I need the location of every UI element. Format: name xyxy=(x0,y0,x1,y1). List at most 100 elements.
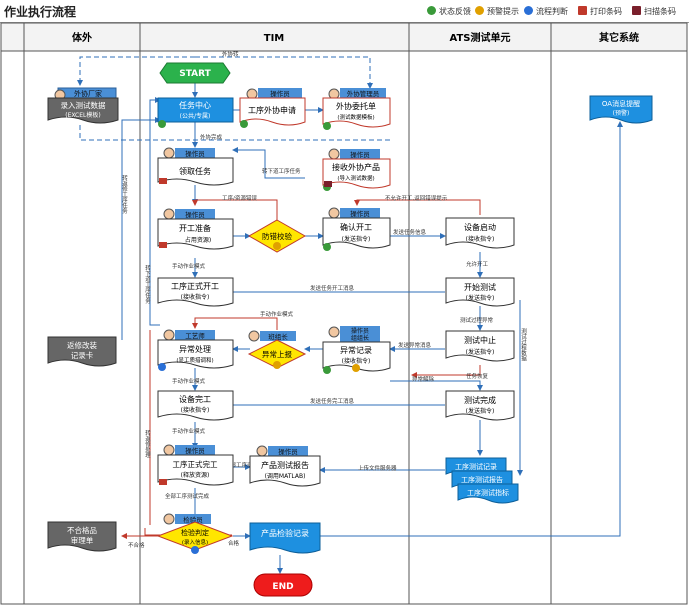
svg-text:(释放资源): (释放资源) xyxy=(181,471,210,479)
outsource-apply-box: 操作员 工序外协申请 xyxy=(239,88,306,126)
product-test-report-box: 操作员 产品测试报告 (调用MATLAB) xyxy=(249,445,321,487)
svg-text:(接收指令): (接收指令) xyxy=(342,357,371,365)
svg-text:工序测试指标: 工序测试指标 xyxy=(467,488,509,497)
edge-label-vertical-mid: 转下道工序任务 xyxy=(144,264,151,305)
svg-text:工序正式开工: 工序正式开工 xyxy=(171,281,219,291)
receive-product-box: 操作员 接收外协产品 (导入测试数据) xyxy=(322,148,391,189)
status-feedback-icon xyxy=(427,6,436,15)
svg-text:(发送指令): (发送指令) xyxy=(342,235,371,243)
svg-text:(导入测试数据): (导入测试数据) xyxy=(337,174,374,182)
svg-text:操作员: 操作员 xyxy=(185,446,205,455)
edge-label-vertical-low: 转返修处理 xyxy=(144,429,151,458)
edge-label-outsource-complete: 外协完成 xyxy=(200,133,223,141)
nonconforming-form-box: 不合格品 审理单 xyxy=(47,521,117,552)
header-bar: 作业执行流程 状态反馈 预警提示 流程判断 打印条码 扫描条码 xyxy=(0,0,689,23)
svg-text:(发送指令): (发送指令) xyxy=(466,407,495,415)
scan-barcode-icon xyxy=(324,181,332,187)
device-complete-box: 设备完工 (接收指令) xyxy=(157,390,234,421)
edge-label-upload: 上传文件服务器 xyxy=(358,464,397,472)
svg-text:占用资源): 占用资源) xyxy=(185,236,211,244)
svg-text:(预警): (预警) xyxy=(613,109,630,117)
edge-label-qualified: 合格 xyxy=(228,539,240,547)
decision-icon xyxy=(524,6,533,15)
confirm-start-box: 操作员 确认开工 (发送指令) xyxy=(322,207,391,249)
work-prepare-box: 操作员 开工准备 占用资源) xyxy=(157,208,234,250)
edge-label-all-complete-a: 全部工序测试完成 xyxy=(225,461,270,469)
svg-text:外协管理员: 外协管理员 xyxy=(347,89,380,98)
svg-text:任务中心: 任务中心 xyxy=(179,100,211,110)
edge-label-manual-3: 手动作业模式 xyxy=(172,377,206,385)
warning-icon xyxy=(273,242,360,372)
foolproof-check-diamond: 防错校验 xyxy=(247,219,307,253)
start-node: START xyxy=(159,62,231,84)
svg-text:(发送指令): (发送指令) xyxy=(466,294,495,302)
svg-text:(调用MATLAB): (调用MATLAB) xyxy=(265,472,306,480)
svg-text:操作员: 操作员 xyxy=(350,150,370,159)
svg-text:返修改装: 返修改装 xyxy=(67,340,97,350)
oa-reminder-box: OA消息提醒 (预警) xyxy=(589,95,653,124)
svg-text:组组长: 组组长 xyxy=(351,334,369,342)
svg-text:记录卡: 记录卡 xyxy=(71,350,94,360)
svg-text:录入测试数据: 录入测试数据 xyxy=(61,100,106,110)
svg-text:操作员: 操作员 xyxy=(278,447,298,456)
svg-text:START: START xyxy=(179,69,211,79)
svg-text:外协厂家: 外协厂家 xyxy=(74,89,102,98)
input-test-data-box: 外协厂家 录入测试数据 (EXCEL模板) xyxy=(47,87,119,124)
svg-text:领取任务: 领取任务 xyxy=(179,166,211,176)
edge-label-manual-2: 手动作业模式 xyxy=(260,310,294,318)
svg-text:OA消息提醒: OA消息提醒 xyxy=(602,99,640,108)
svg-text:异常记录: 异常记录 xyxy=(340,346,372,355)
svg-text:设备启动: 设备启动 xyxy=(464,222,496,232)
edge-label-send-task-info: 发送任务信息 xyxy=(393,228,427,236)
svg-text:设备完工: 设备完工 xyxy=(179,394,211,404)
begin-test-box: 开始测试 (发送指令) xyxy=(445,277,515,307)
legend-decision: 流程判断 xyxy=(524,6,568,17)
svg-text:(录入信息): (录入信息) xyxy=(182,538,208,546)
task-center-box: 任务中心 (公共/专属) xyxy=(157,97,234,123)
svg-text:(公共/专属): (公共/专属) xyxy=(180,112,211,120)
legend-warning: 预警提示 xyxy=(475,6,519,17)
svg-text:操作员: 操作员 xyxy=(351,327,369,335)
edge-label-vertical-left: 转返修工序任务 xyxy=(121,174,128,215)
svg-text:防错校验: 防错校验 xyxy=(262,231,292,241)
lane-header-external: 体外 xyxy=(72,31,92,44)
svg-text:测试中止: 测试中止 xyxy=(464,335,496,345)
decision-icon xyxy=(158,363,199,554)
page-title: 作业执行流程 xyxy=(4,5,77,19)
svg-text:操作员: 操作员 xyxy=(270,89,290,98)
edge-label-anomaly-cleared: 异常解除 xyxy=(412,375,435,383)
svg-text:审理单: 审理单 xyxy=(71,535,94,545)
lane-header-other: 其它系统 xyxy=(599,31,639,44)
svg-text:工序外协申请: 工序外协申请 xyxy=(248,105,296,115)
edge-label-allow-start: 允许开工 xyxy=(466,260,489,268)
svg-text:外协委托单: 外协委托单 xyxy=(336,101,376,111)
svg-text:开工准备: 开工准备 xyxy=(179,223,211,233)
end-node: END xyxy=(253,573,313,597)
svg-text:(接收指令): (接收指令) xyxy=(181,406,210,414)
svg-text:不合格品: 不合格品 xyxy=(67,525,97,535)
test-abort-box: 测试中止 (发送指令) xyxy=(445,330,515,362)
formal-complete-box: 操作员 工序正式完工 (释放资源) xyxy=(157,444,234,486)
edge-label-manual-4: 手动作业模式 xyxy=(172,427,206,435)
edge-label-transfer-next: 转下道工序任务 xyxy=(262,167,301,175)
warning-icon xyxy=(475,6,484,15)
svg-text:测试完成: 测试完成 xyxy=(464,395,496,405)
edge-label-task-restore: 任务恢复 xyxy=(466,372,489,380)
edge-label-manual-1: 手动作业模式 xyxy=(172,262,206,270)
edge-label-formal-start-msg: 发送任务开工消息 xyxy=(310,284,355,292)
claim-task-box: 操作员 领取任务 xyxy=(157,147,234,186)
svg-text:开始测试: 开始测试 xyxy=(464,282,496,292)
svg-text:异常处理: 异常处理 xyxy=(179,344,211,354)
edge-label-test-process-data: 测试过程数据 xyxy=(520,327,527,363)
product-inspection-record-box: 产品检验记录 xyxy=(249,522,321,554)
svg-text:操作员: 操作员 xyxy=(185,149,205,158)
edge-label-unqualified: 不合格 xyxy=(128,541,145,549)
svg-text:班组长: 班组长 xyxy=(268,332,288,341)
test-complete-box: 测试完成 (发送指令) xyxy=(445,390,515,421)
edge-label-resource-error: 工序/资源错误 xyxy=(222,194,257,202)
edge-label-complete-msg: 发送任务完工消息 xyxy=(310,397,355,405)
svg-text:(显工质措调和): (显工质措调和) xyxy=(176,356,213,364)
edge-label-test-anomaly: 测试过程异常 xyxy=(460,316,494,324)
svg-text:(发送指令): (发送指令) xyxy=(466,348,495,356)
legend-status-feedback: 状态反馈 xyxy=(427,6,471,17)
